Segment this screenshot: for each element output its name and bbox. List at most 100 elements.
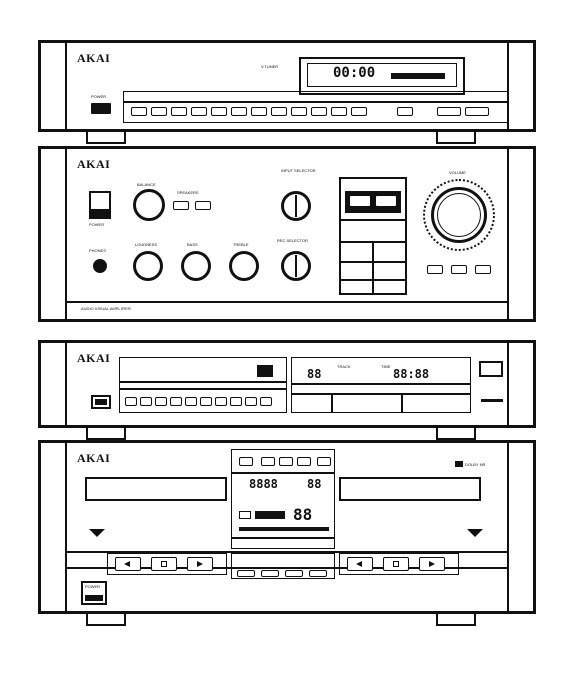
tuner-preset-button-4[interactable]: [191, 107, 207, 116]
cd-power-indicator: [95, 399, 107, 405]
amp-footer-label: AUDIO VISUAL AMPLIFIER: [81, 306, 131, 311]
treble-label: TREBLE: [233, 242, 249, 247]
tuner-preset-button-8[interactable]: [271, 107, 287, 116]
tuner-preset-button-10[interactable]: [311, 107, 327, 116]
cd-button-1[interactable]: [125, 397, 137, 406]
tuner-preset-button-11[interactable]: [331, 107, 347, 116]
loudness-knob[interactable]: [133, 251, 163, 281]
tuner-foot-right: [436, 132, 476, 144]
cassette-left-side: [41, 443, 67, 611]
bass-label: BASS: [187, 242, 198, 247]
tuner-preset-strip: [123, 101, 509, 103]
deck-a-stop-button[interactable]: [151, 557, 177, 571]
tuner-power-button[interactable]: [91, 103, 111, 114]
tuner-display-window: [299, 57, 465, 95]
cassette-brand-logo: AKAI: [77, 451, 111, 465]
speaker-b-button[interactable]: [195, 201, 211, 210]
cd-button-7[interactable]: [215, 397, 227, 406]
amp-function-button-2[interactable]: [375, 195, 397, 207]
amp-mode-button-2[interactable]: [451, 265, 467, 274]
dolby-logo: [455, 461, 463, 467]
cassette-center-button-1[interactable]: [237, 570, 255, 577]
cassette-deck-a-door[interactable]: [85, 477, 227, 501]
cd-button-10[interactable]: [260, 397, 272, 406]
cd-foot-left: [86, 428, 126, 440]
bass-knob[interactable]: [181, 251, 211, 281]
treble-knob[interactable]: [229, 251, 259, 281]
amp-power-button-face: [89, 209, 111, 219]
amplifier-brand-logo: AKAI: [77, 157, 111, 171]
cassette-foot-left: [86, 614, 126, 626]
cd-power-button[interactable]: [91, 395, 111, 409]
cassette-mode-button-5[interactable]: [317, 457, 331, 466]
dolby-label: DOLBY NR: [465, 462, 486, 467]
amp-function-button-1[interactable]: [349, 195, 371, 207]
tuner-tuning-down-button[interactable]: [437, 107, 461, 116]
amp-bottom-strip: [65, 301, 509, 303]
cd-right-mark: [481, 399, 503, 402]
tuner-preset-button-1[interactable]: [131, 107, 147, 116]
cd-button-6[interactable]: [200, 397, 212, 406]
cd-button-9[interactable]: [245, 397, 257, 406]
cassette-deck-b-door[interactable]: [339, 477, 481, 501]
tuner-preset-button-6[interactable]: [231, 107, 247, 116]
cd-open-close-button[interactable]: [479, 361, 503, 377]
cd-button-2[interactable]: [140, 397, 152, 406]
cassette-center-button-3[interactable]: [285, 570, 303, 577]
deck-a-dolby-mark: [89, 529, 105, 537]
tuner-preset-button-7[interactable]: [251, 107, 267, 116]
tuner-preset-button-3[interactable]: [171, 107, 187, 116]
tuner-preset-button-2[interactable]: [151, 107, 167, 116]
cd-foot-right: [436, 428, 476, 440]
tuner-signal-bar: [391, 73, 445, 79]
tuner-unit: AKAI 00:00 V.TUNER POWER: [38, 40, 536, 132]
tuner-memory-button[interactable]: [397, 107, 413, 116]
phones-jack[interactable]: [93, 259, 107, 273]
tuner-model-text: V.TUNER: [261, 64, 279, 69]
cd-button-4[interactable]: [170, 397, 182, 406]
cassette-mode-button-3[interactable]: [279, 457, 293, 466]
tuner-clock-display: 00:00: [333, 65, 376, 81]
amp-mode-button-3[interactable]: [475, 265, 491, 274]
cassette-transport-top-line: [65, 551, 509, 553]
input-selector-label: INPUT SELECTOR: [281, 168, 316, 173]
amp-mode-button-1[interactable]: [427, 265, 443, 274]
tuner-right-side: [507, 43, 533, 129]
tuner-tuning-up-button[interactable]: [465, 107, 489, 116]
speaker-a-button[interactable]: [173, 201, 189, 210]
cassette-mode-button-4[interactable]: [297, 457, 311, 466]
tuner-power-label: POWER: [91, 94, 107, 99]
amplifier-unit: AKAI POWER BALANCE SPEAKERS INPUT SELECT…: [38, 146, 536, 322]
cassette-foot-right: [436, 614, 476, 626]
cassette-mode-button-1[interactable]: [239, 457, 253, 466]
cd-track-display: 88: [307, 367, 322, 381]
cd-button-5[interactable]: [185, 397, 197, 406]
amp-panel-divider-1: [341, 219, 405, 221]
cd-button-3[interactable]: [155, 397, 167, 406]
tuner-preset-button-9[interactable]: [291, 107, 307, 116]
balance-label: BALANCE: [137, 182, 156, 187]
cassette-power-indicator: [85, 595, 103, 601]
deck-b-play-icon: [429, 561, 435, 567]
cassette-power-button[interactable]: [81, 581, 107, 605]
tuner-foot-left: [86, 132, 126, 144]
tuner-preset-button-5[interactable]: [211, 107, 227, 116]
deck-b-stop-icon: [393, 561, 399, 567]
cassette-mode-panel: [231, 449, 335, 473]
deck-b-stop-button[interactable]: [383, 557, 409, 571]
volume-knob-center: [437, 193, 481, 237]
cd-logo-badge: [257, 365, 273, 377]
cassette-center-button-4[interactable]: [309, 570, 327, 577]
loudness-label: LOUDNESS: [135, 242, 158, 247]
balance-knob[interactable]: [133, 189, 165, 221]
tuner-preset-button-12[interactable]: [351, 107, 367, 116]
cassette-center-button-2[interactable]: [261, 570, 279, 577]
cassette-center-controls: [231, 553, 335, 579]
cassette-mode-button-2[interactable]: [261, 457, 275, 466]
cd-display-vdivider-1: [331, 393, 333, 413]
record-selector-indicator: [295, 255, 297, 277]
record-selector-label: REC SELECTOR: [277, 238, 309, 243]
cd-disc-tray[interactable]: [119, 357, 287, 389]
cd-button-8[interactable]: [230, 397, 242, 406]
